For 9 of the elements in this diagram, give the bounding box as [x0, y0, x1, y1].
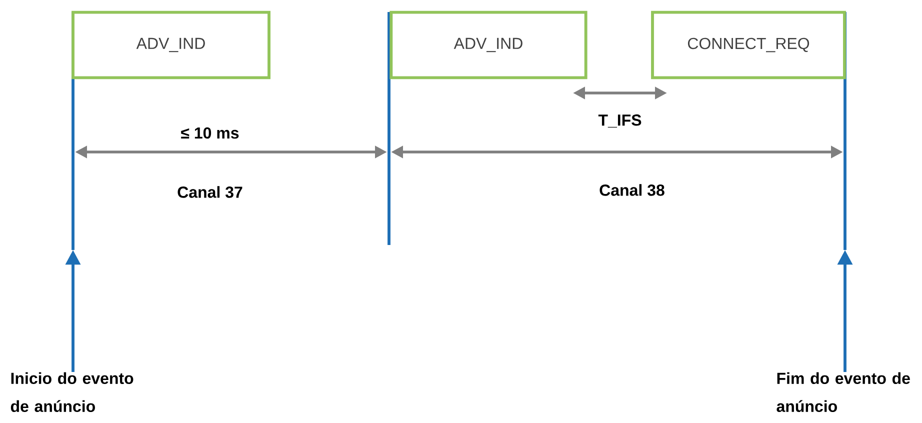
- dimension-label: ≤ 10 ms: [181, 127, 239, 139]
- packet-box: CONNECT_REQ: [651, 10, 846, 80]
- packet-box: ADV_IND: [72, 10, 270, 80]
- dimension-label: Canal 38: [600, 184, 664, 196]
- dimension-label: T_IFS: [598, 114, 642, 128]
- packet-box: ADV_IND: [390, 10, 588, 80]
- dimension-label: Canal 37: [178, 186, 242, 198]
- event-label: Fim do evento de anúncio: [776, 372, 910, 412]
- event-label: Inicio do evento de anúncio: [10, 372, 134, 412]
